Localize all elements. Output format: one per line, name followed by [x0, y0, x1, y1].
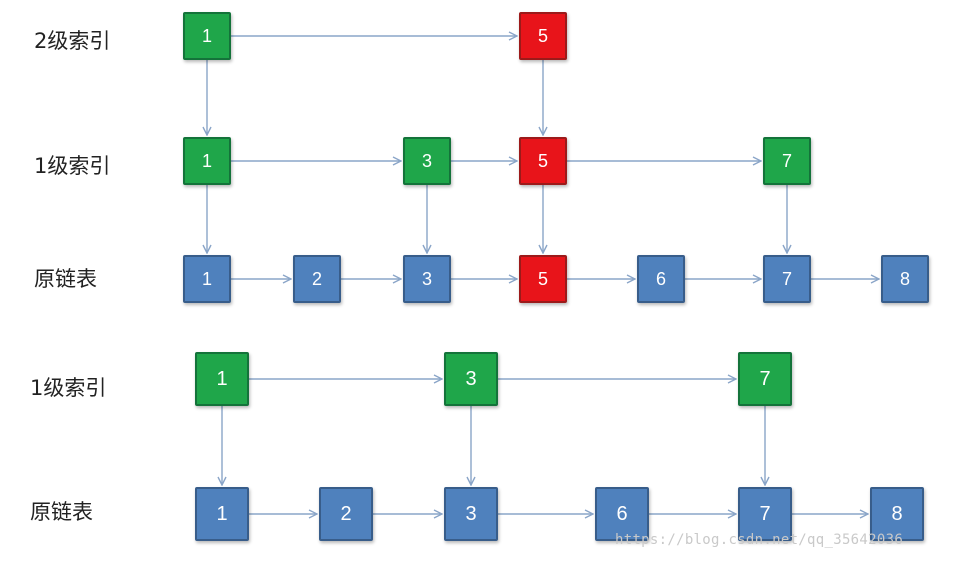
d1-l2-node: 5: [519, 12, 567, 60]
row-label-level2-index: 2级索引: [34, 29, 111, 53]
d2-base-node: 7: [738, 487, 792, 541]
d1-base-node: 5: [519, 255, 567, 303]
d2-l1-node: 3: [444, 352, 498, 406]
d1-l1-node: 3: [403, 137, 451, 185]
d2-base-node: 6: [595, 487, 649, 541]
d1-base-node: 2: [293, 255, 341, 303]
d1-l1-node: 1: [183, 137, 231, 185]
d1-l1-node: 7: [763, 137, 811, 185]
row-label-level1-index: 1级索引: [34, 154, 111, 178]
d1-base-node: 3: [403, 255, 451, 303]
d1-base-node: 6: [637, 255, 685, 303]
row-label-original-list: 原链表: [34, 267, 97, 291]
d1-l1-node: 5: [519, 137, 567, 185]
d2-l1-node: 1: [195, 352, 249, 406]
d2-base-node: 1: [195, 487, 249, 541]
row-label-original-list: 原链表: [30, 500, 93, 524]
d2-base-node: 2: [319, 487, 373, 541]
d2-base-node: 3: [444, 487, 498, 541]
row-label-level1-index: 1级索引: [30, 376, 107, 400]
d1-l2-node: 1: [183, 12, 231, 60]
d1-base-node: 8: [881, 255, 929, 303]
d1-base-node: 7: [763, 255, 811, 303]
d1-base-node: 1: [183, 255, 231, 303]
d2-base-node: 8: [870, 487, 924, 541]
watermark: https://blog.csdn.net/qq_35642036: [615, 532, 904, 548]
d2-l1-node: 7: [738, 352, 792, 406]
